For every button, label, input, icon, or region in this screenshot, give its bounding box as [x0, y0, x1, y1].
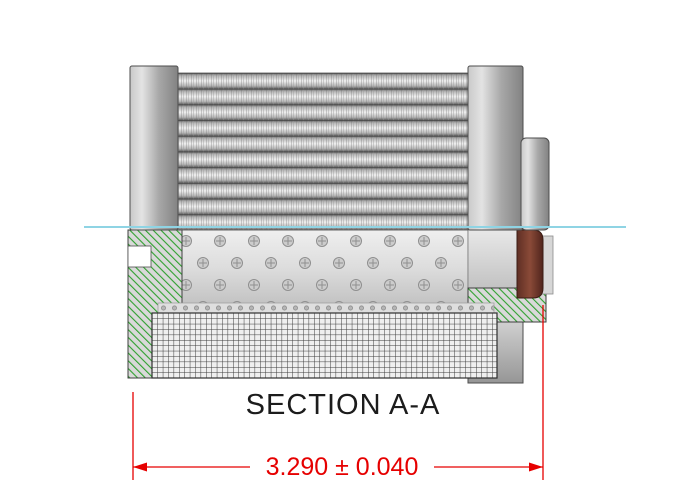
right-fitting-boss: [520, 137, 550, 231]
perforated-core-holes: [176, 230, 468, 305]
dimension-group: 3.290 ± 0.040: [132, 305, 544, 481]
dimension-arrow-left-icon: [133, 462, 147, 472]
section-label: SECTION A-A: [246, 389, 441, 421]
left-end-cap-groove: [127, 245, 152, 268]
dimension-label: 3.290 ± 0.040: [266, 453, 419, 481]
dimension-text-mask: [250, 452, 434, 480]
right-core-collar: [467, 229, 520, 293]
outer-wire-mesh: [151, 312, 498, 379]
right-end-cap: [467, 65, 524, 231]
gasket-seal-section: [516, 229, 544, 299]
left-end-cap: [129, 65, 179, 231]
pleated-filter-media: [175, 72, 469, 231]
dimension-arrow-right-icon: [529, 462, 543, 472]
mesh-rim-dots: [158, 303, 494, 313]
